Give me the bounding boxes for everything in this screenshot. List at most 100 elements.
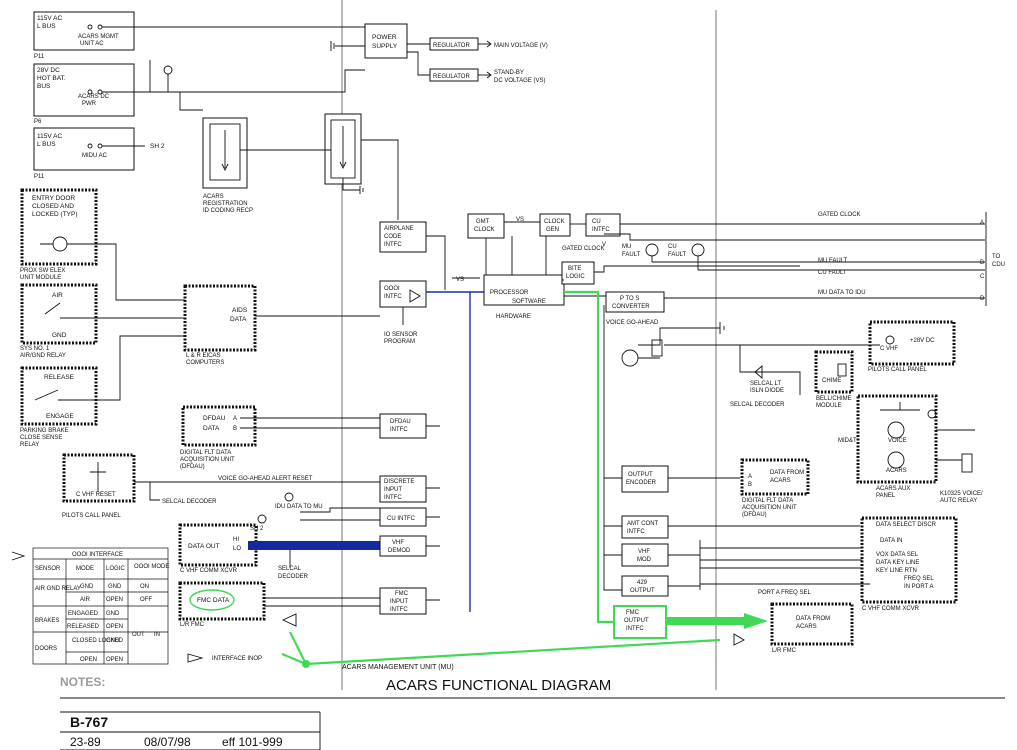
- sensor-label: LOCKED (TYP): [32, 211, 78, 218]
- box-label: INTFC: [592, 227, 610, 233]
- unit-label: SELCAL: [278, 566, 302, 572]
- table-cell: OUT: [132, 632, 145, 638]
- signal-label: DATA KEY LINE: [876, 560, 919, 566]
- signal-label: VOICE GO-AHEAD ALERT RESET: [218, 476, 313, 482]
- box-label: INPUT: [390, 599, 408, 605]
- unit-label: ACARS: [796, 624, 817, 630]
- signal-label: VS: [516, 217, 524, 223]
- table-cell: ENGAGED: [68, 611, 99, 617]
- unit-label: L/R FMC: [180, 622, 205, 628]
- sensor-label: ENTRY DOOR: [32, 195, 75, 202]
- box-label: OUTPUT: [628, 472, 653, 478]
- unit-label: COMPUTERS: [186, 360, 224, 366]
- unit-label: L & R EICAS: [186, 353, 220, 359]
- table-cell: BRAKES: [35, 618, 59, 624]
- sensor-label: UNIT MODULE: [20, 275, 61, 281]
- box-label: BITE: [568, 266, 581, 272]
- mu-label: ACARS MANAGEMENT UNIT (MU): [342, 664, 454, 671]
- box-label: INTFC: [384, 242, 402, 248]
- bus-label: 115V AC: [37, 133, 62, 140]
- signal-label: DATA IN: [880, 538, 902, 544]
- table-cell: OPEN: [106, 624, 123, 630]
- table-cell: DOORS: [35, 646, 57, 652]
- port-label: A: [233, 416, 237, 422]
- bus-label: L BUS: [37, 141, 56, 148]
- box-label: INTFC: [384, 294, 402, 300]
- table-title: OOOI INTERFACE: [72, 552, 123, 558]
- registration-recp: ACARS REGISTRATION ID CODING RECP: [179, 92, 399, 220]
- table-cell: GND: [106, 611, 120, 617]
- port-label: D: [980, 296, 985, 302]
- table-cell: AIR GND RELAY: [35, 586, 81, 592]
- table-cell: OFF: [140, 597, 152, 603]
- box-label: GMT: [476, 219, 490, 225]
- signal-label: VOICE GO-AHEAD: [606, 320, 659, 326]
- oooi-table: OOOI INTERFACE SENSOR MODE LOGIC OOOI MO…: [11, 547, 169, 665]
- power-supply-box: [364, 23, 408, 59]
- unit-label: MID&T: [838, 438, 857, 444]
- box-label: INTFC: [390, 427, 408, 433]
- box-label: OUTPUT: [624, 618, 649, 624]
- box-label: DFDAU: [390, 419, 411, 425]
- left-sensors: ENTRY DOOR CLOSED AND LOCKED (TYP) PROX …: [20, 188, 382, 663]
- output-label: MAIN VOLTAGE (V): [494, 43, 548, 49]
- unit-label: SELCAL DECODER: [730, 402, 785, 408]
- port-label: B: [980, 260, 984, 266]
- sensor-label: PROX SW ELEX: [20, 268, 65, 274]
- bus-label: BUS: [37, 83, 51, 90]
- box-label: INTFC: [390, 607, 408, 613]
- table-cell: ON: [140, 584, 149, 590]
- unit-label: CDU: [992, 262, 1005, 268]
- box-label: GEN: [546, 227, 559, 233]
- unit-label: +28V DC: [910, 338, 935, 344]
- box-label: OUTPUT: [630, 588, 655, 594]
- box-label: DEMOD: [388, 548, 411, 554]
- unit-label: DATA OUT: [188, 543, 220, 550]
- panel-ref: P11: [34, 174, 45, 180]
- unit-label: SELCAL LT: [750, 381, 781, 387]
- breaker-label: ACARS DC: [78, 94, 110, 100]
- signal-label: DATA SELECT DISCR: [876, 522, 937, 528]
- box-label: VHF: [638, 549, 650, 555]
- reg-label: ACARS: [203, 194, 224, 200]
- box-label: 429: [637, 580, 648, 586]
- reg-label: ID CODING RECP: [203, 208, 253, 214]
- sheet-ref: SH 2: [150, 143, 165, 150]
- box-label: FMC: [626, 610, 640, 616]
- signal-label: FREQ SEL: [904, 576, 934, 582]
- mu-interfaces: AIRPLANE CODE INTFC OOOI INTFC IO SENSOR…: [250, 213, 985, 671]
- unit-label: DATA FROM: [796, 616, 830, 622]
- sensor-label: ENGAGE: [46, 413, 74, 420]
- signal-label: MU DATA TO IDU: [818, 290, 866, 296]
- effectivity-label: eff 101-999: [222, 735, 283, 749]
- unit-label: DIGITAL FLT DATA: [742, 498, 793, 504]
- unit-label: ACQUISITION UNIT: [180, 457, 235, 463]
- signal-label: PORT A FREQ SEL: [758, 590, 811, 596]
- box-label: CONVERTER: [612, 304, 650, 310]
- bus-label: L BUS: [37, 23, 56, 30]
- box-label: INPUT: [384, 487, 402, 493]
- signal-label: KEY LINE RTN: [876, 568, 917, 574]
- port-label: LO: [233, 546, 241, 552]
- unit-label: FMC DATA: [197, 597, 230, 604]
- breaker-label: UNIT AC: [80, 41, 104, 47]
- unit-label: MODULE: [816, 403, 842, 409]
- signal-label: IDU DATA TO MU: [275, 504, 323, 510]
- unit-label: L/R FMC: [772, 648, 797, 654]
- chapter-label: 23-89: [70, 735, 101, 749]
- unit-label: ACARS AUX: [876, 486, 910, 492]
- sensor-label: GND: [52, 332, 67, 339]
- table-header: OOOI MODE: [134, 564, 169, 570]
- box-label: CLOCK: [544, 219, 565, 225]
- unit-label: ACQUISITION UNIT: [742, 505, 797, 511]
- table-cell: AIR: [80, 597, 91, 603]
- box-label: MOD: [637, 557, 652, 563]
- unit-label: PANEL: [876, 493, 896, 499]
- unit-label: C VHF RESET: [76, 492, 116, 498]
- signal-label: IN PORT A: [904, 584, 933, 590]
- box-label: INTFC: [384, 495, 402, 501]
- signal-label: VOX DATA SEL: [876, 552, 919, 558]
- box-label: FMC: [395, 591, 409, 597]
- sensor-label: PARKING BRAKE: [20, 428, 69, 434]
